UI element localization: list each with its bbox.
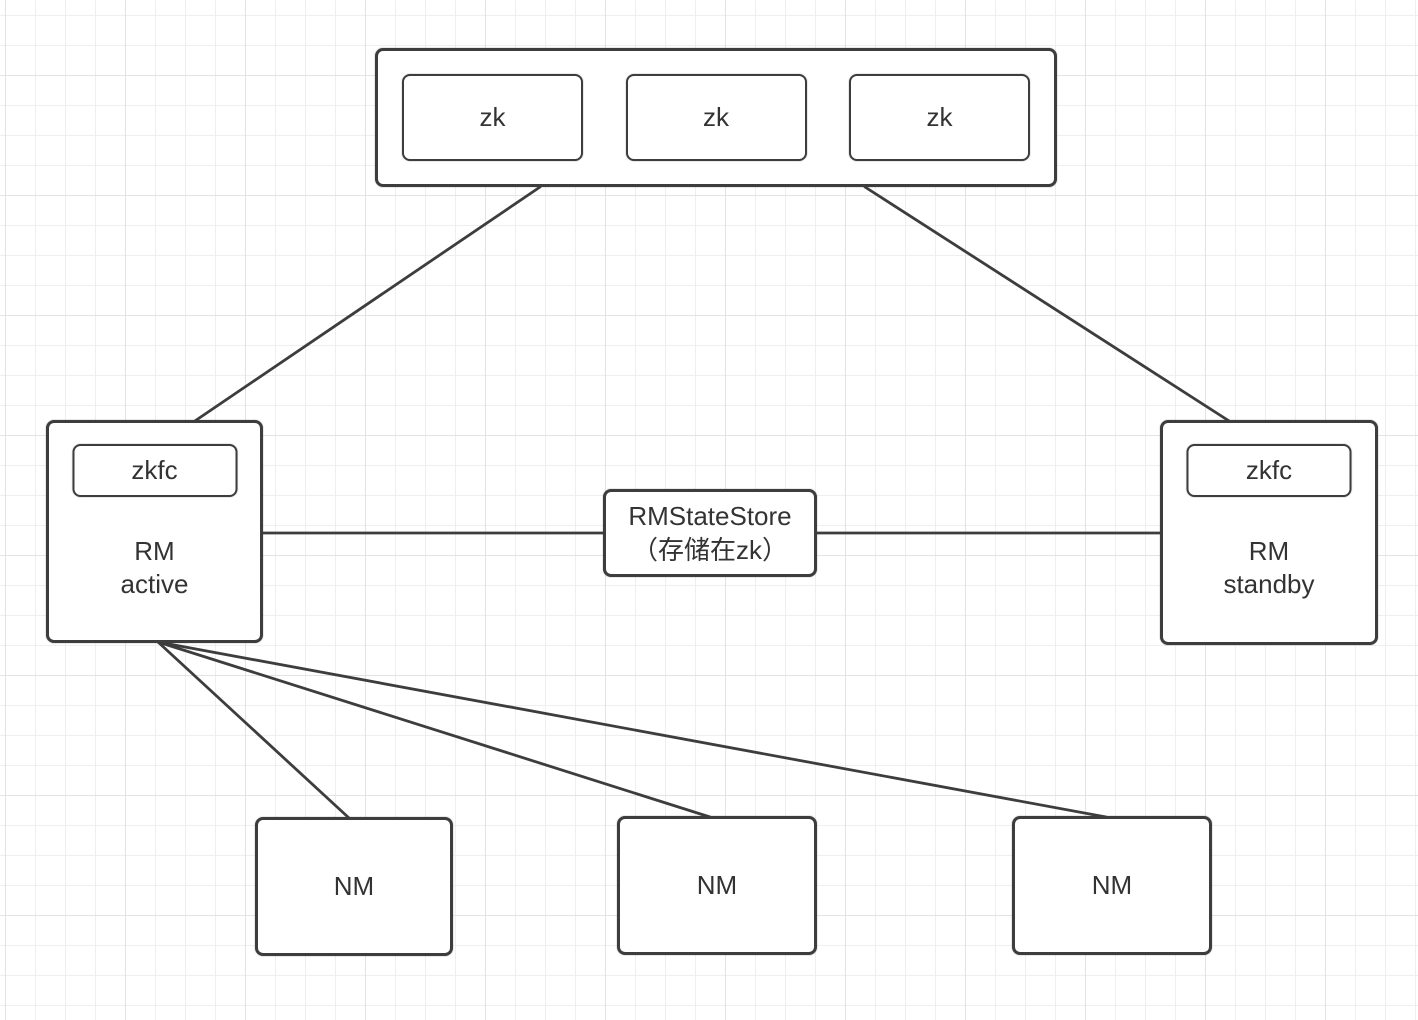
- node-zk-1: zk: [402, 74, 583, 161]
- zk-cluster-container: zk zk zk: [375, 48, 1057, 187]
- node-nm-2: NM: [617, 816, 817, 955]
- node-rm-active: zkfc RM active: [46, 420, 263, 643]
- rm-standby-line2: standby: [1223, 569, 1315, 599]
- node-rm-state-store: RMStateStore （存储在zk）: [603, 489, 817, 577]
- node-nm-3: NM: [1012, 816, 1212, 955]
- node-zkfc-right: zkfc: [1186, 444, 1352, 497]
- nm-3-label: NM: [1091, 870, 1133, 900]
- rm-standby-caption: RM standby: [1163, 535, 1375, 601]
- nm-1-label: NM: [333, 871, 375, 901]
- node-zk-2: zk: [625, 74, 807, 161]
- zkfc-left-label: zkfc: [131, 455, 178, 485]
- node-nm-1: NM: [255, 817, 453, 956]
- node-zk-3: zk: [849, 74, 1030, 161]
- zk-3-label: zk: [926, 102, 953, 132]
- rm-active-line1: RM: [134, 536, 175, 566]
- rm-active-line2: active: [120, 569, 189, 599]
- zk-2-label: zk: [703, 102, 729, 132]
- rm-state-store-line2: （存储在zk）: [631, 535, 788, 565]
- edge-zk-cluster-to-zkfc-right: [863, 185, 1270, 448]
- rm-standby-line1: RM: [1248, 536, 1290, 566]
- rm-state-store-line1: RMStateStore: [628, 501, 792, 531]
- nm-2-label: NM: [696, 870, 738, 900]
- edge-rm-active-to-nm-3: [156, 640, 1108, 819]
- edge-rm-active-to-nm-1: [156, 640, 351, 820]
- zk-1-label: zk: [479, 102, 506, 132]
- rm-active-caption: RM active: [49, 535, 260, 601]
- zkfc-right-label: zkfc: [1245, 455, 1293, 485]
- node-zkfc-left: zkfc: [72, 444, 237, 497]
- node-rm-standby: zkfc RM standby: [1160, 420, 1378, 645]
- edge-rm-active-to-nm-2: [156, 640, 712, 819]
- edge-zk-cluster-to-zkfc-left: [156, 185, 542, 448]
